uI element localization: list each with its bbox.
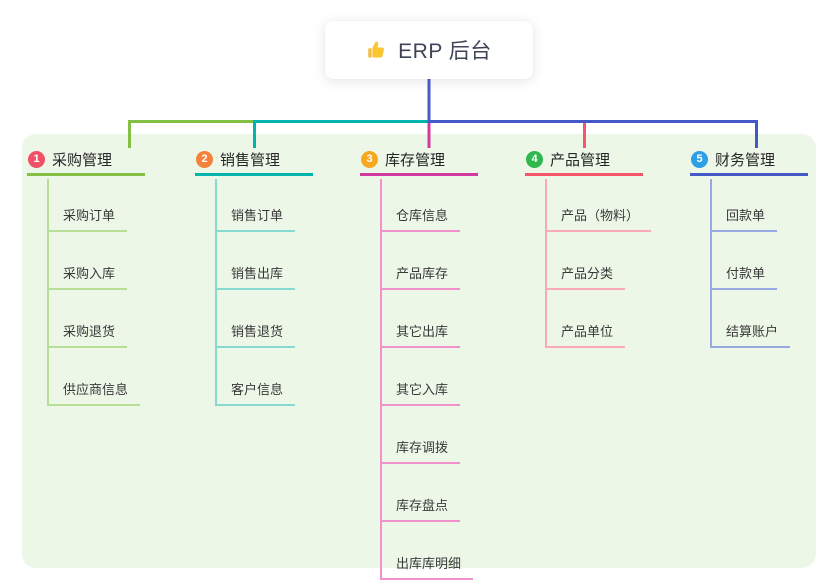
branch-node-采购管理[interactable]: 1 采购管理 bbox=[27, 146, 145, 176]
branch-node-销售管理[interactable]: 2 销售管理 bbox=[195, 146, 313, 176]
branch-children-财务管理: 回款单付款单结算账户 bbox=[710, 179, 791, 348]
child-node[interactable]: 销售退货 bbox=[217, 290, 296, 348]
child-node[interactable]: 仓库信息 bbox=[382, 179, 461, 232]
branch-node-产品管理[interactable]: 4 产品管理 bbox=[525, 146, 643, 176]
child-node[interactable]: 销售出库 bbox=[217, 232, 296, 290]
branch-number-badge: 1 bbox=[28, 151, 45, 168]
branch-children-采购管理: 采购订单采购入库采购退货供应商信息 bbox=[47, 179, 141, 406]
child-node[interactable]: 产品（物料） bbox=[547, 179, 652, 232]
child-node[interactable]: 产品分类 bbox=[547, 232, 626, 290]
child-node[interactable]: 采购订单 bbox=[49, 179, 128, 232]
root-node[interactable]: ERP 后台 bbox=[325, 21, 533, 79]
child-node[interactable]: 回款单 bbox=[712, 179, 778, 232]
root-label: ERP 后台 bbox=[398, 40, 492, 63]
branches-panel-background bbox=[22, 134, 816, 568]
thumbs-up-icon bbox=[366, 39, 388, 61]
child-node[interactable]: 出库库明细 bbox=[382, 522, 474, 580]
branch-node-财务管理[interactable]: 5 财务管理 bbox=[690, 146, 808, 176]
branch-label: 销售管理 bbox=[220, 152, 281, 169]
branch-label: 库存管理 bbox=[385, 152, 446, 169]
branch-label: 财务管理 bbox=[715, 152, 776, 169]
child-node[interactable]: 供应商信息 bbox=[49, 348, 141, 406]
branch-children-库存管理: 仓库信息产品库存其它出库其它入库库存调拨库存盘点出库库明细 bbox=[380, 179, 474, 580]
branch-number-badge: 2 bbox=[196, 151, 213, 168]
branch-children-销售管理: 销售订单销售出库销售退货客户信息 bbox=[215, 179, 296, 406]
child-node[interactable]: 产品单位 bbox=[547, 290, 626, 348]
child-node[interactable]: 付款单 bbox=[712, 232, 778, 290]
child-node[interactable]: 采购入库 bbox=[49, 232, 128, 290]
branch-number-badge: 3 bbox=[361, 151, 378, 168]
branch-node-库存管理[interactable]: 3 库存管理 bbox=[360, 146, 478, 176]
child-node[interactable]: 采购退货 bbox=[49, 290, 128, 348]
child-node[interactable]: 其它出库 bbox=[382, 290, 461, 348]
child-node[interactable]: 库存调拨 bbox=[382, 406, 461, 464]
child-node[interactable]: 产品库存 bbox=[382, 232, 461, 290]
child-node[interactable]: 库存盘点 bbox=[382, 464, 461, 522]
branch-number-badge: 4 bbox=[526, 151, 543, 168]
branch-label: 产品管理 bbox=[550, 152, 611, 169]
child-node[interactable]: 销售订单 bbox=[217, 179, 296, 232]
branch-children-产品管理: 产品（物料）产品分类产品单位 bbox=[545, 179, 652, 348]
child-node[interactable]: 其它入库 bbox=[382, 348, 461, 406]
child-node[interactable]: 结算账户 bbox=[712, 290, 791, 348]
child-node[interactable]: 客户信息 bbox=[217, 348, 296, 406]
branch-number-badge: 5 bbox=[691, 151, 708, 168]
branch-label: 采购管理 bbox=[52, 152, 113, 169]
